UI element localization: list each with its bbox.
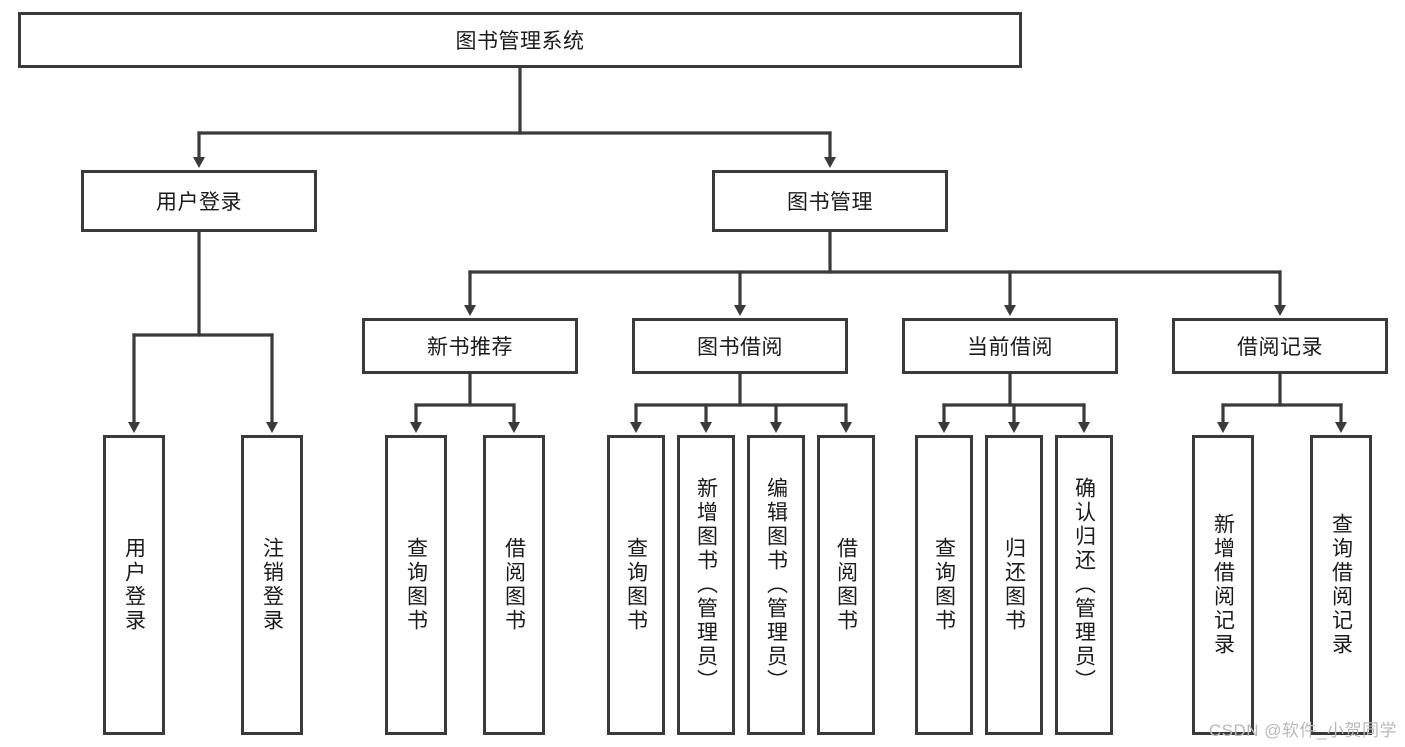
leaf-add-book[interactable]: 新增图书（管理员） — [677, 435, 735, 735]
leaf-query-book-cur[interactable]: 查询图书 — [915, 435, 973, 735]
leaf-add-book-label: 新增图书（管理员） — [694, 477, 718, 693]
leaf-return-book[interactable]: 归还图书 — [985, 435, 1043, 735]
node-borrow-record-label: 借阅记录 — [1237, 336, 1323, 359]
node-book-manage-label: 图书管理 — [787, 191, 873, 214]
node-user-login-label: 用户登录 — [156, 191, 242, 214]
node-book-borrow-label: 图书借阅 — [697, 336, 783, 359]
leaf-return-book-label: 归还图书 — [1002, 537, 1026, 633]
leaf-add-borrow-record-label: 新增借阅记录 — [1211, 513, 1235, 657]
leaf-user-logout[interactable]: 注销登录 — [241, 435, 303, 735]
node-root[interactable]: 图书管理系统 — [18, 12, 1022, 68]
watermark: CSDN @软件_小贺同学 — [1208, 721, 1397, 740]
leaf-edit-book[interactable]: 编辑图书（管理员） — [747, 435, 805, 735]
node-book-manage[interactable]: 图书管理 — [712, 170, 948, 232]
leaf-confirm-return-label: 确认归还（管理员） — [1072, 477, 1096, 693]
leaf-query-book-rec[interactable]: 查询图书 — [385, 435, 447, 735]
leaf-query-book-bor-label: 查询图书 — [624, 537, 648, 633]
leaf-query-borrow-record[interactable]: 查询借阅记录 — [1310, 435, 1372, 735]
leaf-query-borrow-record-label: 查询借阅记录 — [1329, 513, 1353, 657]
leaf-user-login[interactable]: 用户登录 — [103, 435, 165, 735]
leaf-borrow-book-rec[interactable]: 借阅图书 — [483, 435, 545, 735]
node-current-borrow-label: 当前借阅 — [967, 336, 1053, 359]
node-borrow-record[interactable]: 借阅记录 — [1172, 318, 1388, 374]
leaf-query-book-cur-label: 查询图书 — [932, 537, 956, 633]
node-user-login[interactable]: 用户登录 — [81, 170, 317, 232]
leaf-borrow-book-bor-label: 借阅图书 — [834, 537, 858, 633]
leaf-query-book-bor[interactable]: 查询图书 — [607, 435, 665, 735]
leaf-query-book-rec-label: 查询图书 — [404, 537, 428, 633]
leaf-edit-book-label: 编辑图书（管理员） — [764, 477, 788, 693]
leaf-add-borrow-record[interactable]: 新增借阅记录 — [1192, 435, 1254, 735]
node-new-book-recommend-label: 新书推荐 — [427, 336, 513, 359]
leaf-user-logout-label: 注销登录 — [260, 537, 284, 633]
leaf-borrow-book-rec-label: 借阅图书 — [502, 537, 526, 633]
leaf-user-login-label: 用户登录 — [122, 537, 146, 633]
node-root-label: 图书管理系统 — [455, 30, 585, 53]
node-current-borrow[interactable]: 当前借阅 — [902, 318, 1118, 374]
leaf-borrow-book-bor[interactable]: 借阅图书 — [817, 435, 875, 735]
node-new-book-recommend[interactable]: 新书推荐 — [362, 318, 578, 374]
node-book-borrow[interactable]: 图书借阅 — [632, 318, 848, 374]
leaf-confirm-return[interactable]: 确认归还（管理员） — [1055, 435, 1113, 735]
